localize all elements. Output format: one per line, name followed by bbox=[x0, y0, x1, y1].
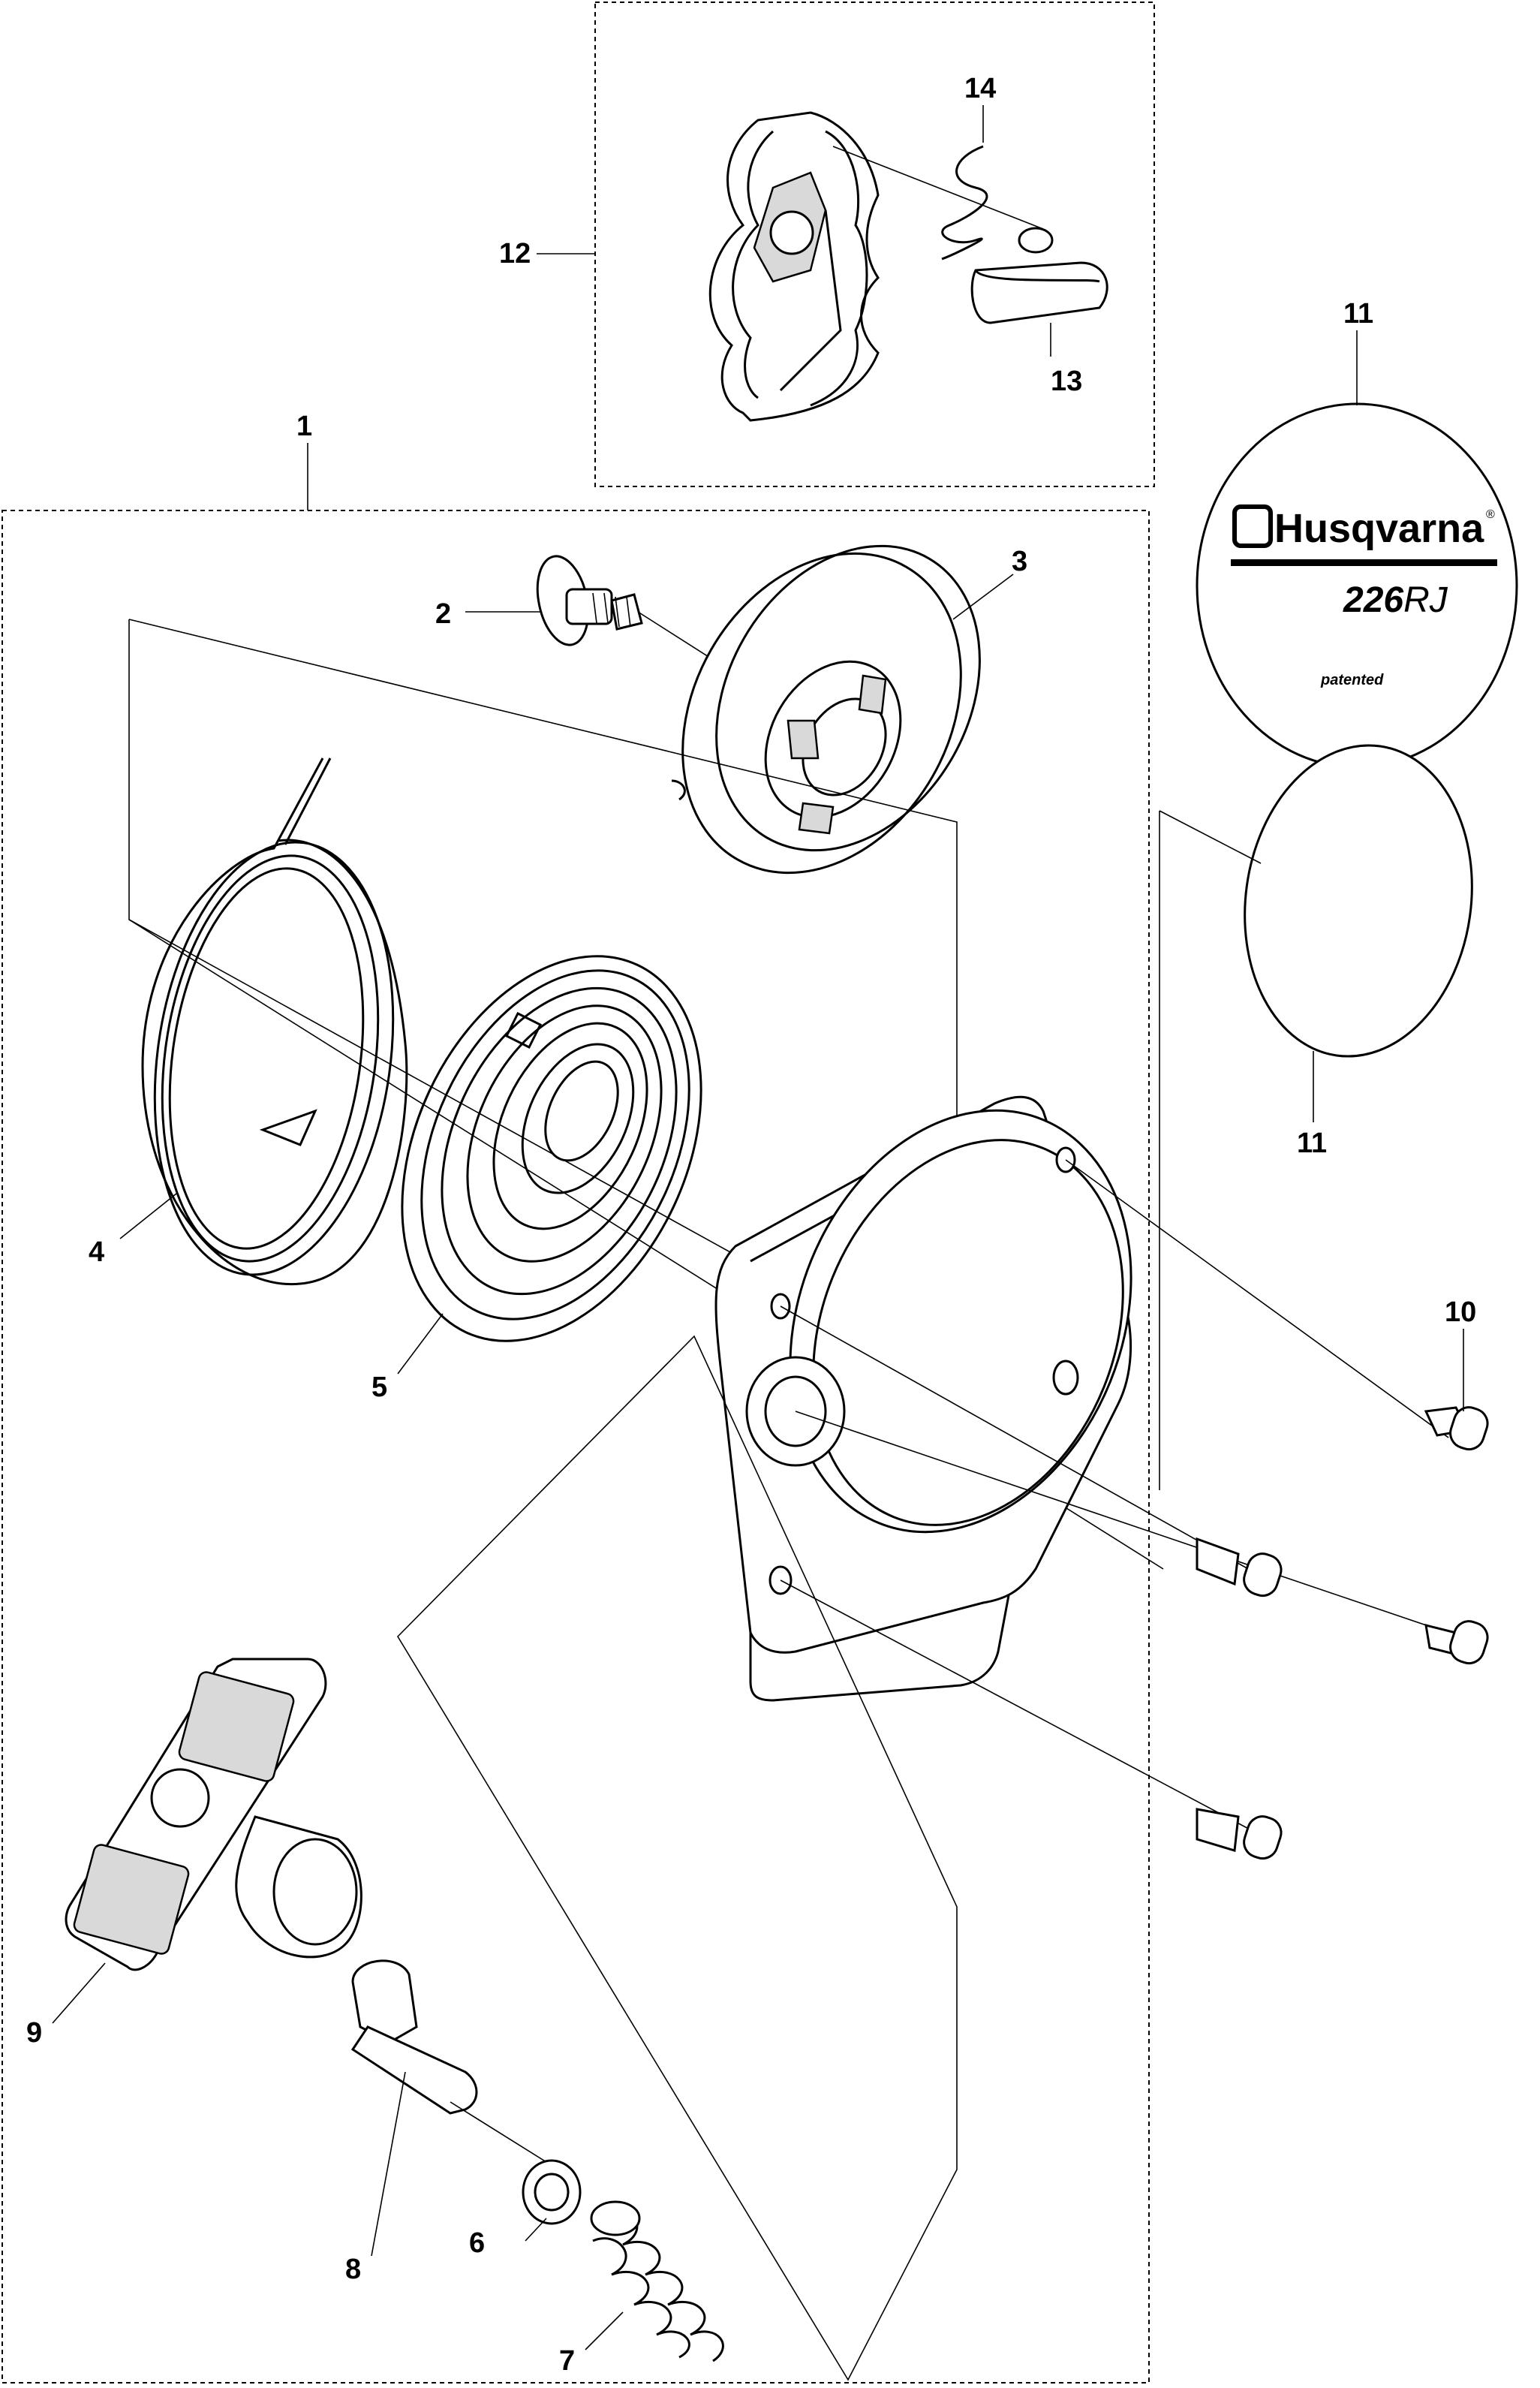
callout-13: 13 bbox=[1051, 366, 1082, 397]
callout-5: 5 bbox=[371, 1372, 387, 1403]
callout-10: 10 bbox=[1445, 1296, 1476, 1328]
callout-14: 14 bbox=[964, 73, 996, 104]
callout-8: 8 bbox=[345, 2254, 361, 2285]
part-9-starter-handle bbox=[65, 1658, 362, 1971]
callout-6: 6 bbox=[469, 2227, 485, 2259]
part-7-compression-spring bbox=[590, 2200, 724, 2362]
decal-stripe bbox=[1231, 559, 1497, 566]
callout-12: 12 bbox=[499, 238, 531, 270]
callout-3: 3 bbox=[1012, 546, 1027, 577]
decal-model-number: 226RJ bbox=[1343, 580, 1448, 620]
part-14-spring bbox=[832, 145, 1044, 260]
decal-registered-mark: ® bbox=[1486, 508, 1495, 521]
callout-11-upper: 11 bbox=[1343, 298, 1373, 330]
callout-9: 9 bbox=[26, 2017, 42, 2049]
part-10-screw-a bbox=[1424, 1406, 1489, 1451]
starter-housing bbox=[714, 1095, 1132, 1702]
decal-patented-note: patented bbox=[1320, 672, 1384, 688]
part-8-handle-insert bbox=[350, 1959, 571, 2178]
husqvarna-logo-icon bbox=[1232, 504, 1273, 548]
part-11-decal: Husqvarna ® 226RJ patented bbox=[1196, 402, 1518, 769]
part-13-pawl bbox=[970, 227, 1108, 324]
part-10-screw-c bbox=[1424, 1620, 1489, 1665]
part-10-screw-d bbox=[1196, 1808, 1283, 1860]
group-box-1 bbox=[2, 510, 1150, 2383]
decal-brand: Husqvarna bbox=[1274, 506, 1484, 551]
guide-frame-lower bbox=[396, 1335, 958, 2381]
part-11-decal-oval bbox=[1159, 744, 1473, 1490]
part-5-recoil-spring bbox=[401, 955, 702, 1342]
part-6-washer bbox=[522, 2159, 582, 2225]
callout-7: 7 bbox=[559, 2345, 575, 2377]
group-box-12 bbox=[594, 2, 1155, 487]
part-3-pulley bbox=[671, 544, 981, 875]
callout-4: 4 bbox=[89, 1236, 104, 1268]
callout-2: 2 bbox=[435, 598, 451, 630]
callout-11-lower: 11 bbox=[1297, 1128, 1327, 1159]
part-4-rope-coil bbox=[141, 757, 408, 1286]
part-10-screw-b bbox=[1196, 1537, 1283, 1598]
part-12-pawl-housing bbox=[708, 111, 880, 422]
callout-1: 1 bbox=[296, 411, 312, 442]
